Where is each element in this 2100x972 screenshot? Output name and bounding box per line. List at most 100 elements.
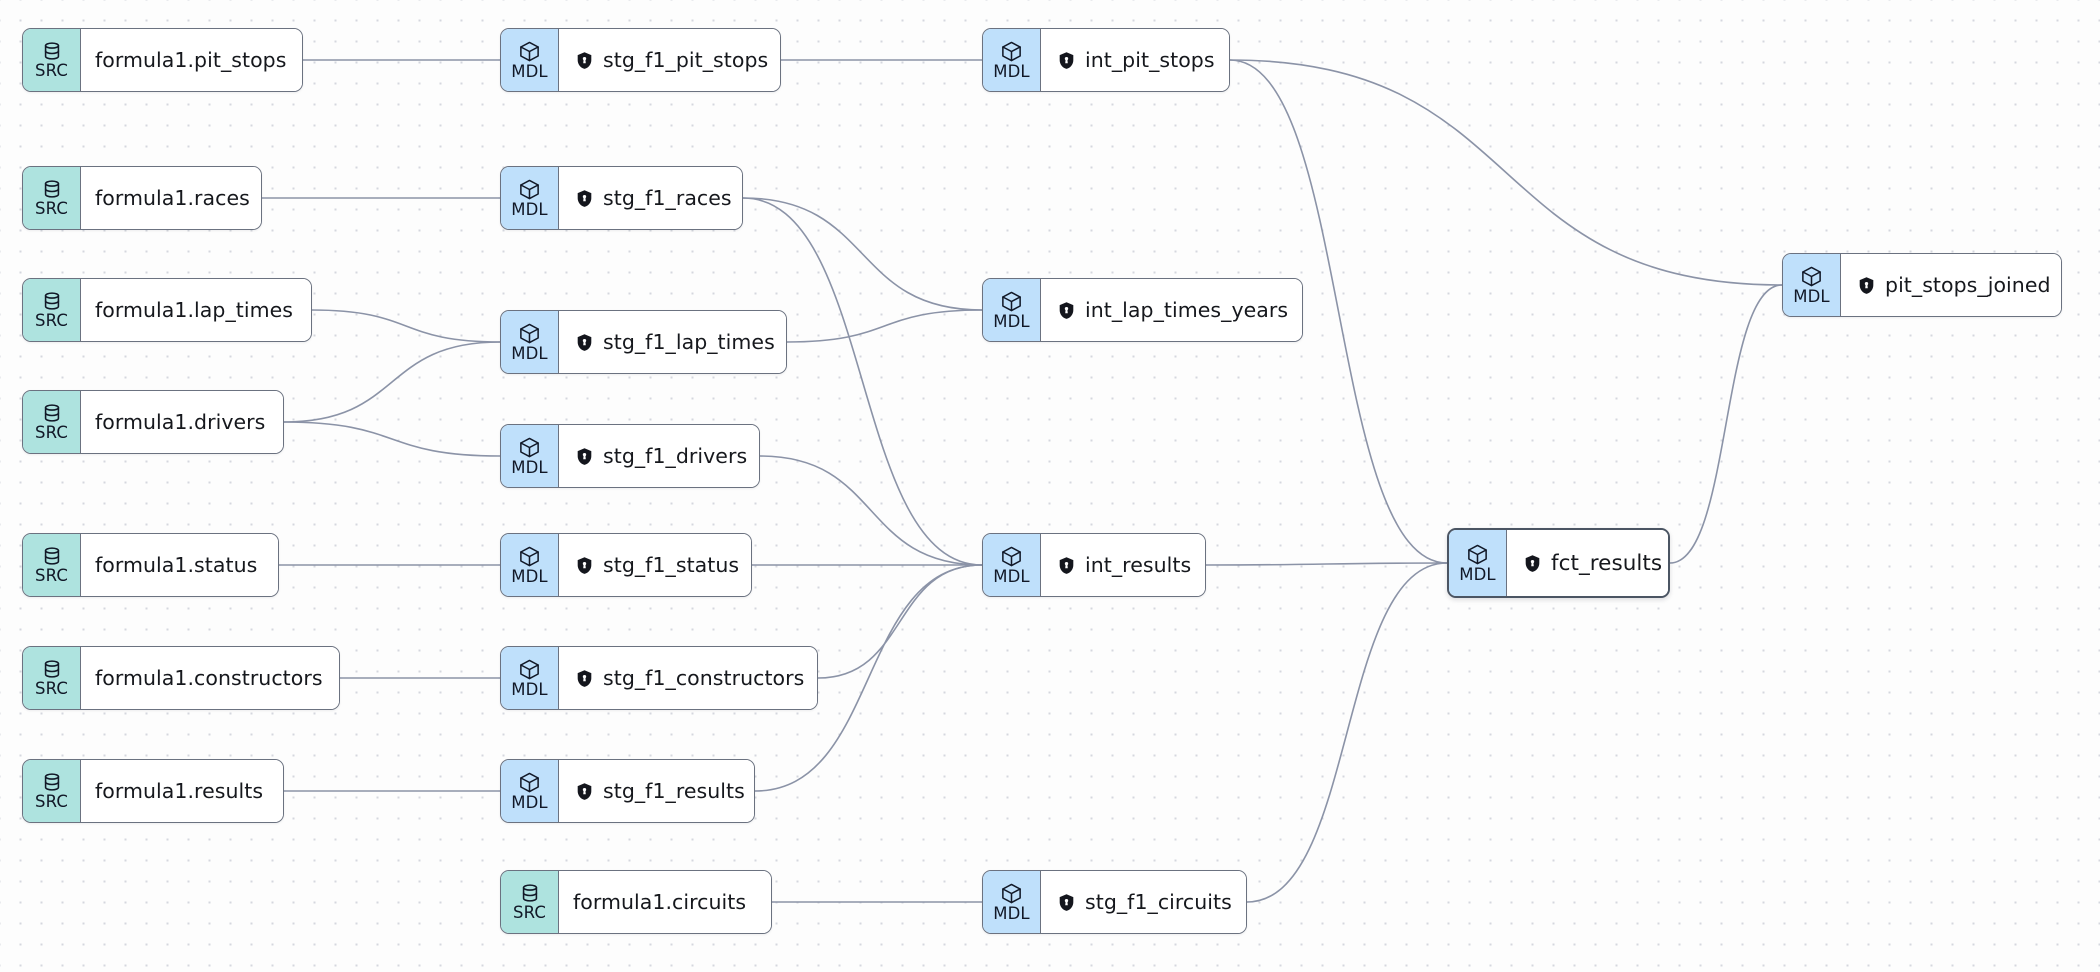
node-body-int_lap_times_years: int_lap_times_years — [1041, 279, 1302, 341]
cube-icon — [518, 658, 541, 681]
graph-node-int_results[interactable]: MDL int_results — [982, 533, 1206, 597]
shield-lock-icon — [1057, 556, 1076, 575]
node-type-label: SRC — [35, 423, 68, 443]
node-body-stg_constructors: stg_f1_constructors — [559, 647, 817, 709]
node-body-src_pit_stops: formula1.pit_stops — [81, 29, 302, 91]
node-body-stg_drivers: stg_f1_drivers — [559, 425, 759, 487]
edge-stg_drivers-to-int_results — [759, 455, 983, 566]
cube-icon — [518, 545, 541, 568]
node-body-src_results: formula1.results — [81, 760, 283, 822]
graph-node-stg_constructors[interactable]: MDL stg_f1_constructors — [500, 646, 818, 710]
graph-node-fct_results[interactable]: MDL fct_results — [1447, 528, 1670, 598]
node-type-label: MDL — [993, 61, 1030, 81]
node-type-label: SRC — [35, 61, 68, 81]
graph-node-src_drivers[interactable]: SRC formula1.drivers — [22, 390, 284, 454]
node-type-label: SRC — [35, 311, 68, 331]
node-label: stg_f1_results — [603, 779, 745, 803]
node-type-badge-stg_results: MDL — [501, 760, 559, 822]
edge-stg_constructors-to-int_results — [817, 564, 983, 679]
graph-node-stg_results[interactable]: MDL stg_f1_results — [500, 759, 755, 823]
node-type-label: MDL — [993, 566, 1030, 586]
node-type-badge-src_races: SRC — [23, 167, 81, 229]
node-type-badge-pit_stops_joined: MDL — [1783, 254, 1841, 316]
node-type-label: SRC — [35, 679, 68, 699]
node-label: stg_f1_races — [603, 186, 732, 210]
cube-icon — [518, 178, 541, 201]
database-icon — [41, 40, 63, 62]
cube-icon — [1000, 882, 1023, 905]
node-body-int_results: int_results — [1041, 534, 1205, 596]
node-type-label: MDL — [1459, 564, 1496, 584]
node-body-fct_results: fct_results — [1507, 530, 1668, 596]
node-type-label: MDL — [993, 311, 1030, 331]
shield-lock-icon — [1057, 301, 1076, 320]
shield-lock-icon — [575, 189, 594, 208]
graph-node-src_circuits[interactable]: SRC formula1.circuits — [500, 870, 772, 934]
graph-node-stg_circuits[interactable]: MDL stg_f1_circuits — [982, 870, 1247, 934]
edge-src_drivers-to-stg_lap_times — [283, 341, 501, 423]
node-body-src_constructors: formula1.constructors — [81, 647, 339, 709]
node-body-stg_circuits: stg_f1_circuits — [1041, 871, 1246, 933]
edge-src_drivers-to-stg_drivers — [283, 421, 501, 457]
node-type-badge-src_constructors: SRC — [23, 647, 81, 709]
node-type-label: MDL — [511, 566, 548, 586]
node-type-badge-src_lap_times: SRC — [23, 279, 81, 341]
graph-node-src_pit_stops[interactable]: SRC formula1.pit_stops — [22, 28, 303, 92]
node-label: stg_f1_circuits — [1085, 890, 1232, 914]
shield-lock-icon — [575, 782, 594, 801]
graph-node-src_constructors[interactable]: SRC formula1.constructors — [22, 646, 340, 710]
graph-node-stg_races[interactable]: MDL stg_f1_races — [500, 166, 743, 230]
node-type-label: MDL — [511, 792, 548, 812]
node-label: int_lap_times_years — [1085, 298, 1289, 322]
node-type-badge-int_lap_times_years: MDL — [983, 279, 1041, 341]
shield-lock-icon — [1057, 893, 1076, 912]
edge-stg_circuits-to-fct_results — [1246, 562, 1448, 903]
shield-lock-icon — [575, 333, 594, 352]
node-type-badge-src_drivers: SRC — [23, 391, 81, 453]
node-body-stg_pit_stops: stg_f1_pit_stops — [559, 29, 780, 91]
node-type-badge-stg_races: MDL — [501, 167, 559, 229]
node-label: formula1.results — [95, 779, 264, 803]
node-body-src_drivers: formula1.drivers — [81, 391, 283, 453]
node-label: formula1.constructors — [95, 666, 323, 690]
node-type-label: MDL — [511, 343, 548, 363]
node-body-src_circuits: formula1.circuits — [559, 871, 771, 933]
graph-node-stg_status[interactable]: MDL stg_f1_status — [500, 533, 752, 597]
node-label: stg_f1_status — [603, 553, 740, 577]
node-type-label: SRC — [513, 903, 546, 923]
node-label: stg_f1_drivers — [603, 444, 748, 468]
node-type-badge-src_circuits: SRC — [501, 871, 559, 933]
node-label: fct_results — [1551, 550, 1663, 576]
node-label: formula1.status — [95, 553, 258, 577]
shield-lock-icon — [575, 669, 594, 688]
shield-lock-icon — [1857, 276, 1876, 295]
graph-node-int_lap_times_years[interactable]: MDL int_lap_times_years — [982, 278, 1303, 342]
graph-node-stg_pit_stops[interactable]: MDL stg_f1_pit_stops — [500, 28, 781, 92]
node-body-pit_stops_joined: pit_stops_joined — [1841, 254, 2061, 316]
node-type-badge-stg_pit_stops: MDL — [501, 29, 559, 91]
database-icon — [41, 178, 63, 200]
database-icon — [41, 402, 63, 424]
database-icon — [41, 545, 63, 567]
node-type-badge-stg_constructors: MDL — [501, 647, 559, 709]
node-type-label: MDL — [993, 903, 1030, 923]
node-label: stg_f1_pit_stops — [603, 48, 769, 72]
node-type-badge-int_pit_stops: MDL — [983, 29, 1041, 91]
cube-icon — [1000, 545, 1023, 568]
node-label: formula1.pit_stops — [95, 48, 287, 72]
cube-icon — [1000, 40, 1023, 63]
node-type-label: MDL — [511, 199, 548, 219]
cube-icon — [1466, 543, 1489, 566]
node-type-label: MDL — [511, 679, 548, 699]
edge-stg_lap_times-to-int_lap_times_years — [786, 309, 983, 343]
